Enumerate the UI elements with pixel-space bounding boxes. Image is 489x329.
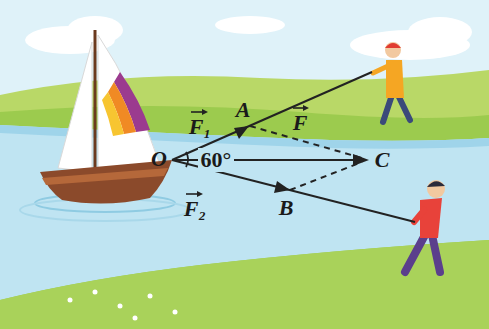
angle-label: 60° [198,148,235,172]
force-vectors [172,72,415,222]
arrowheads [234,126,369,193]
point-label: C [375,148,390,172]
point-label: O [151,147,167,171]
flowers [68,290,178,321]
person-bottom [405,180,445,272]
vector-label: F₂ [184,197,206,221]
far-grass [0,70,489,329]
sailboat [20,30,190,221]
angle-arc [186,152,188,167]
vector-label: F [293,111,308,135]
point-label: A [236,98,251,122]
point-label: B [279,196,294,220]
person-top [373,42,410,122]
vector-label: F₁ [189,115,211,139]
